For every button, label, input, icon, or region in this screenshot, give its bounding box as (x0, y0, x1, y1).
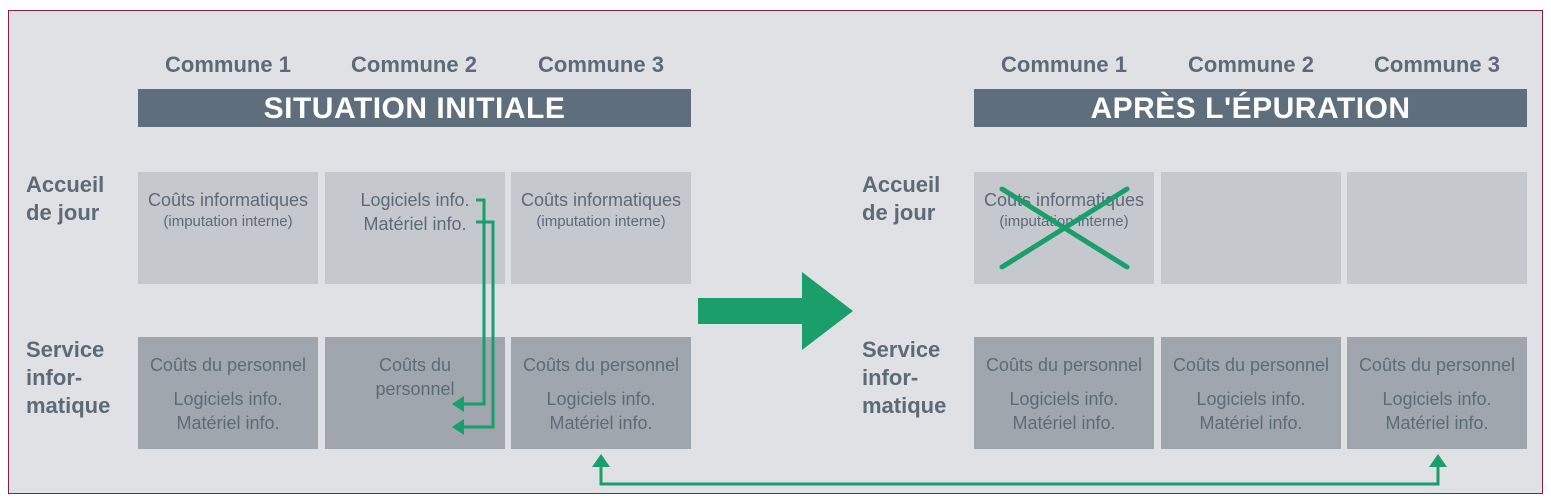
right-commune-1-label: Commune 1 (1001, 52, 1127, 77)
left-commune-2-label: Commune 2 (351, 52, 477, 77)
arrowhead-icon (452, 419, 464, 435)
cross-icon (999, 186, 1130, 270)
arrowhead-icon (452, 396, 464, 412)
right-row-label-service: Service infor- matique (862, 337, 947, 418)
right-service-cell-2: Coûts du personnel Logiciels info. Matér… (1161, 337, 1341, 449)
left-row-label-accueil: Accueil de jour (26, 172, 105, 225)
right-row-label-accueil: Accueil de jour (862, 172, 941, 225)
left-commune-1-label: Commune 1 (165, 52, 291, 77)
right-title-banner: APRÈS L'ÉPURATION (974, 89, 1527, 127)
right-accueil-cell-3-empty (1347, 172, 1527, 284)
left-title-banner: SITUATION INITIALE (138, 89, 691, 127)
left-accueil-cell-1: Coûts informatiques (imputation interne) (138, 172, 318, 284)
left-row-label-service: Service infor- matique (26, 337, 111, 418)
right-service-cell-3: Coûts du personnel Logiciels info. Matér… (1347, 337, 1527, 449)
transfer-arrows-icon (462, 198, 495, 429)
right-accueil-cell-2-empty (1161, 172, 1341, 284)
bottom-link-arrow-icon (592, 454, 1447, 486)
left-accueil-cell-3: Coûts informatiques (imputation interne) (511, 172, 691, 284)
right-commune-2-label: Commune 2 (1188, 52, 1314, 77)
big-right-arrow-icon (698, 272, 853, 350)
right-commune-3-label: Commune 3 (1374, 52, 1500, 77)
left-commune-3-label: Commune 3 (538, 52, 664, 77)
left-service-cell-3: Coûts du personnel Logiciels info. Matér… (511, 337, 691, 449)
right-service-cell-1: Coûts du personnel Logiciels info. Matér… (974, 337, 1154, 449)
left-service-cell-2: Coûts du personnel (325, 337, 505, 449)
left-accueil-cell-2: Logiciels info. Matériel info. (325, 172, 505, 284)
left-service-cell-1: Coûts du personnel Logiciels info. Matér… (138, 337, 318, 449)
